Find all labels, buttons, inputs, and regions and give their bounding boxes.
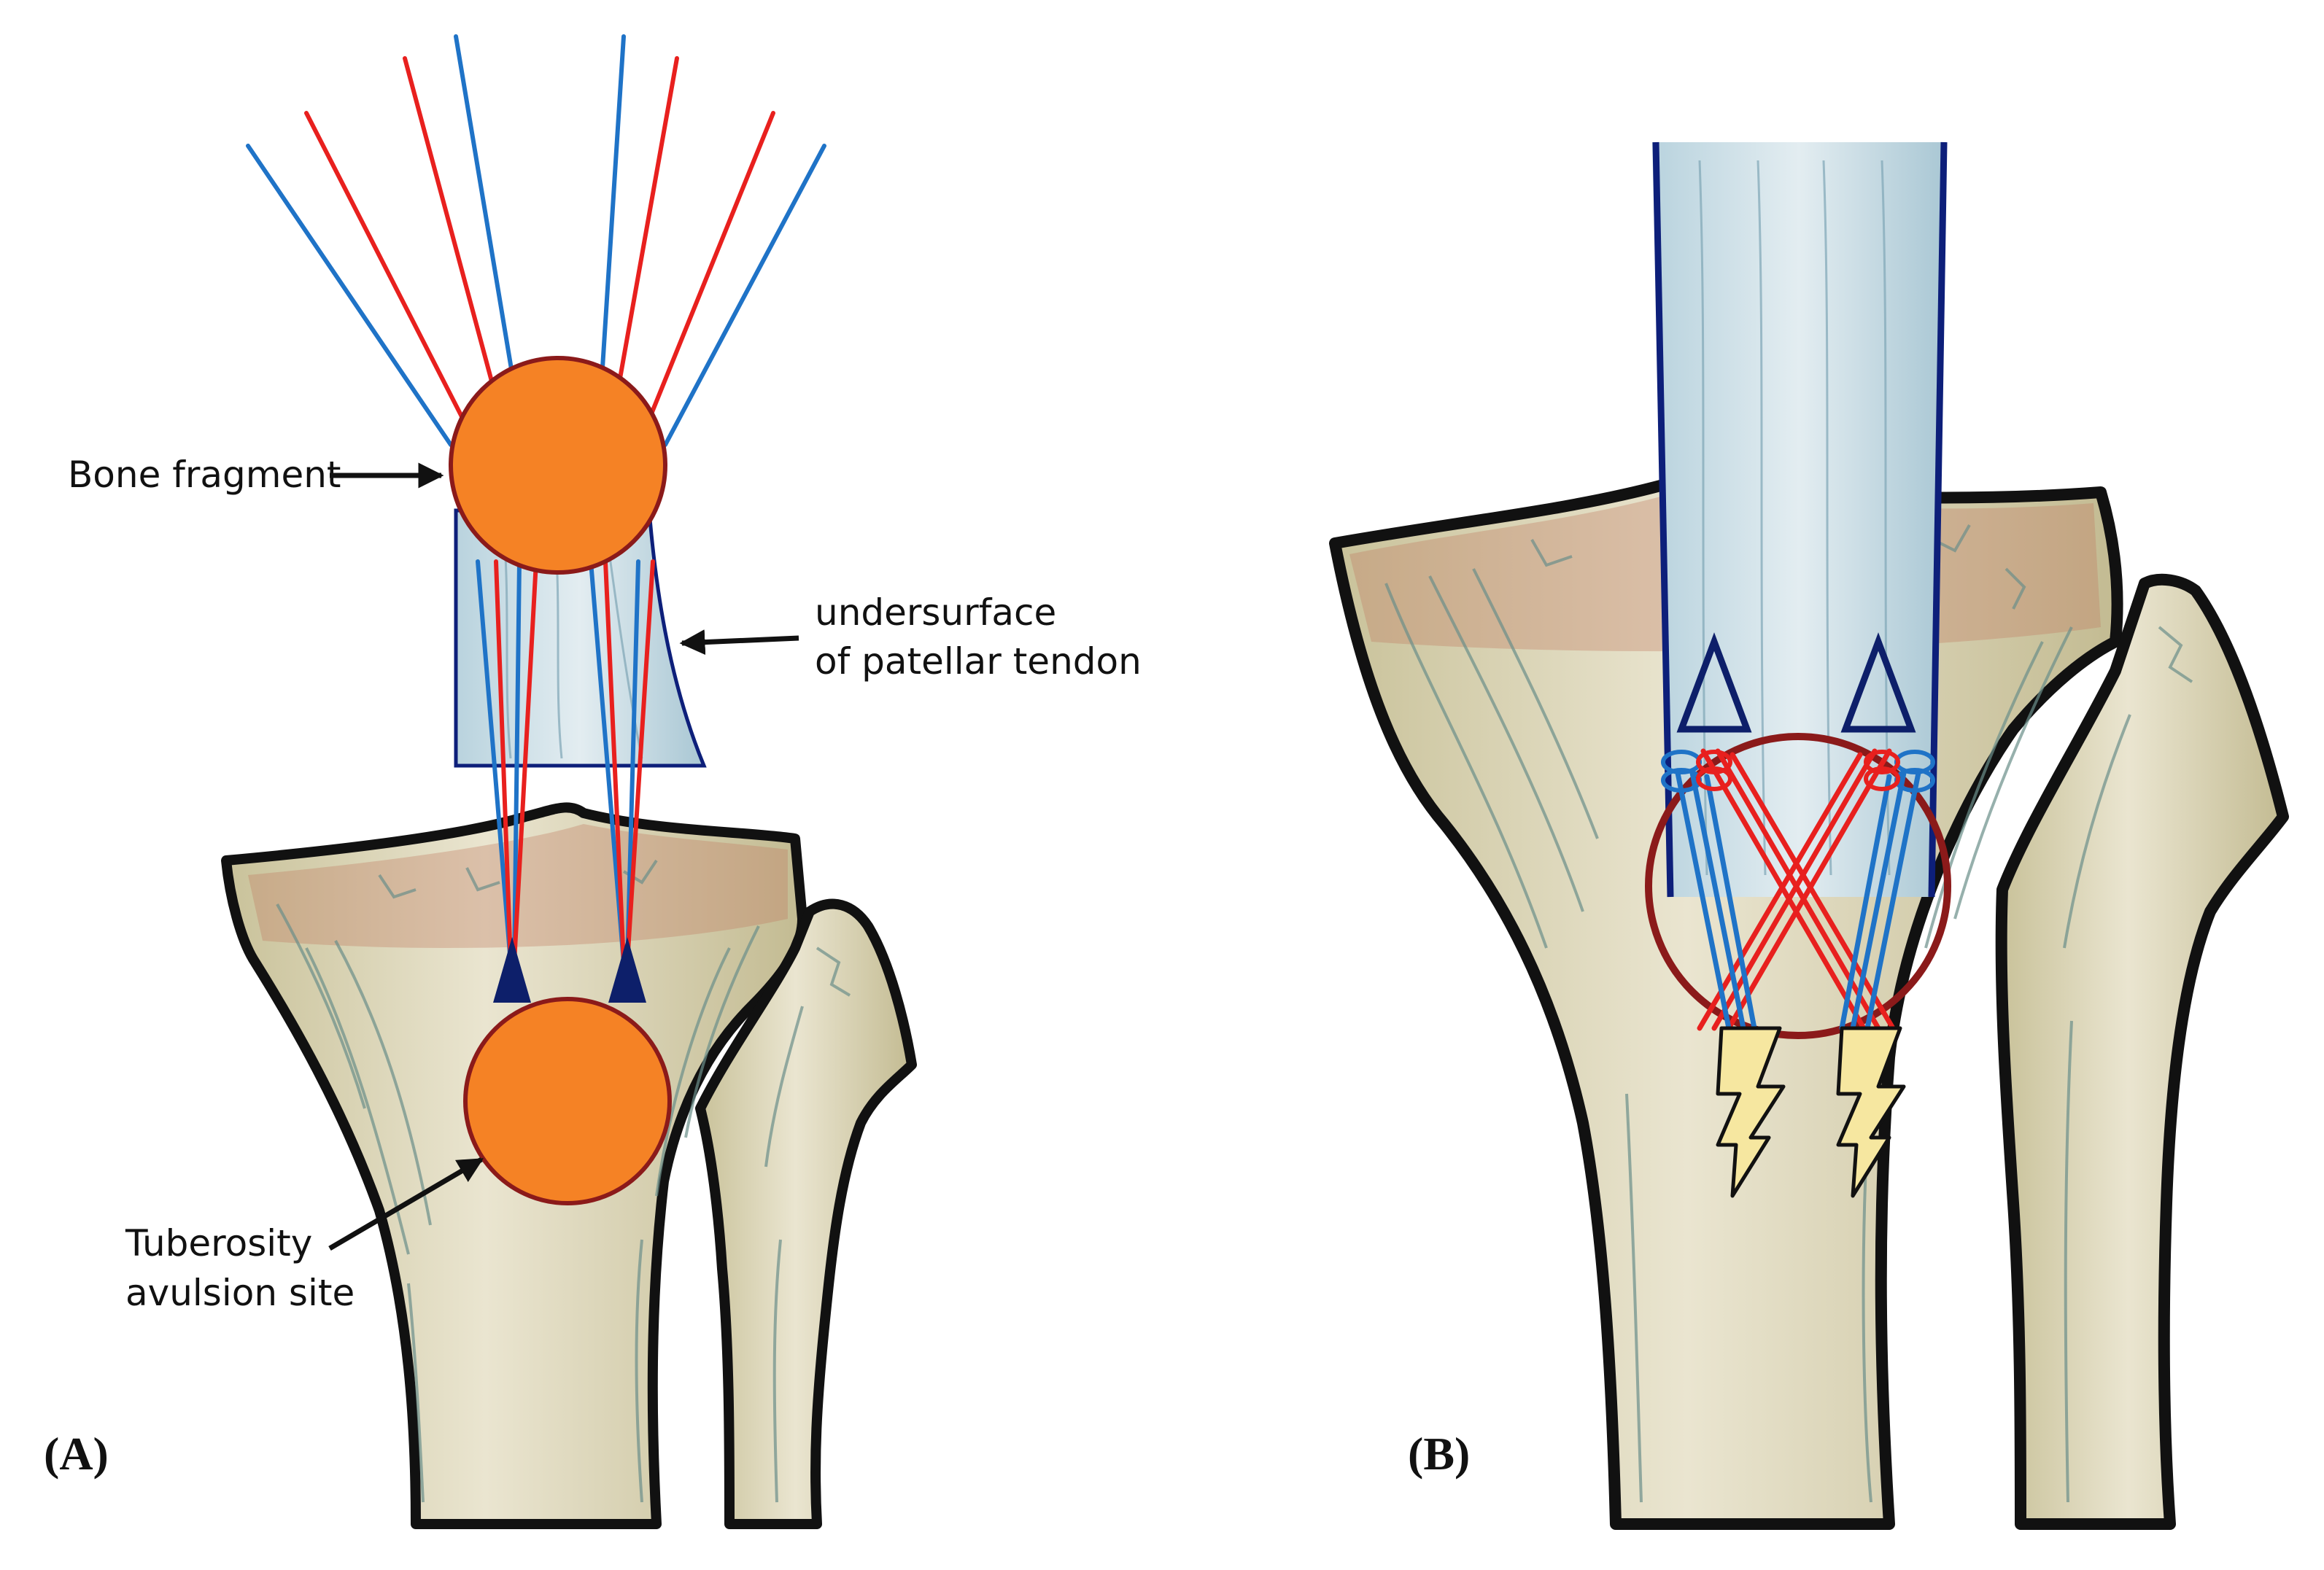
anchor-triangle-icon (1840, 632, 1916, 733)
panel-a: Bone fragment undersurface of patellar t… (44, 34, 1142, 1529)
arrow-icon (328, 1157, 484, 1251)
avulsion-site-outline (1645, 733, 1951, 1039)
anchor-triangle-icon (1676, 632, 1752, 733)
lightning-bolt-icon (1836, 1026, 1906, 1198)
tuberosity-label-line2: avulsion site (125, 1272, 355, 1314)
patellar-tendon-b (1652, 142, 1946, 897)
panel-b-label: (B) (1408, 1428, 1470, 1480)
tuberosity-avulsion-site (463, 997, 672, 1205)
bone-texture-a (276, 859, 760, 1503)
suture-fan-a (246, 34, 826, 447)
fibula-a (695, 898, 917, 1529)
undersurface-label-line2: of patellar tendon (815, 640, 1142, 683)
undersurface-label-line1: undersurface (815, 591, 1056, 634)
bone-fragment-label: Bone fragment (68, 454, 341, 496)
arrow-icon (679, 629, 799, 656)
lightning-bolt-icon (1716, 1026, 1786, 1198)
fibula-b (1995, 573, 2289, 1530)
tuberosity-label-line1: Tuberosity (125, 1222, 312, 1264)
suture-knots-b (1661, 750, 1935, 793)
bone-fragment (449, 356, 667, 575)
anchor-triangle-icon (493, 937, 531, 1003)
suture-vertical-b (1675, 770, 1921, 1031)
bone-texture-b (1384, 524, 2073, 1503)
anchor-triangle-icon (608, 937, 646, 1003)
panel-a-label: (A) (44, 1428, 109, 1480)
suture-limbs-a (476, 559, 655, 965)
panel-b: (B) (1329, 141, 2289, 1530)
